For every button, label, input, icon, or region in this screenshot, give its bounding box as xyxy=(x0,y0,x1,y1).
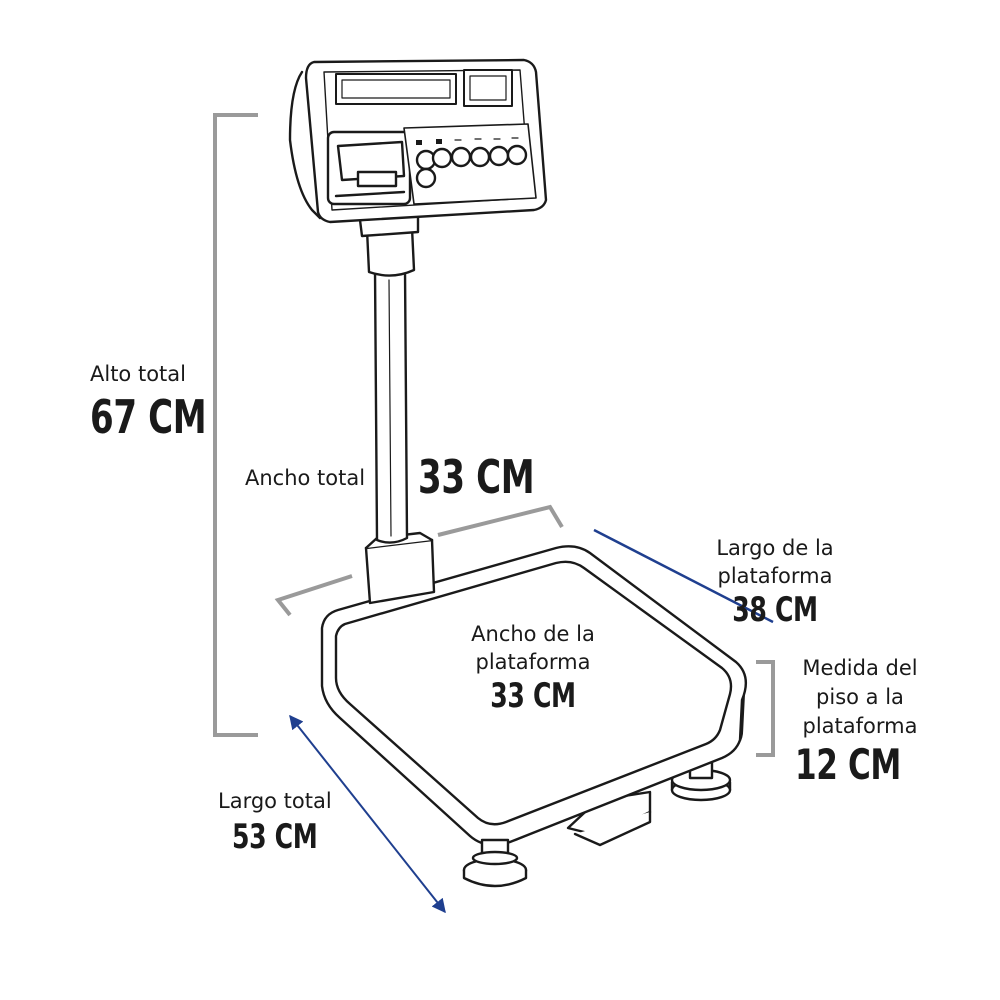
column-pole xyxy=(358,214,420,544)
total-length-arrow xyxy=(289,714,446,914)
altura-piso-label-1: Medida del xyxy=(802,656,918,680)
total-width-bracket-left xyxy=(274,574,353,617)
ancho-plataforma-label-1: Ancho de la xyxy=(471,622,595,646)
keypad xyxy=(403,123,537,205)
front-right-foot xyxy=(462,838,528,888)
largo-total-label: Largo total xyxy=(218,789,332,813)
largo-plataforma-label-2: plataforma xyxy=(717,564,833,588)
back-right-foot xyxy=(670,758,732,802)
altura-piso-value: 12 CM xyxy=(795,740,901,789)
largo-plataforma-value: 38 CM xyxy=(732,590,818,630)
largo-total-value: 53 CM xyxy=(232,817,318,857)
ancho-plataforma-label-2: plataforma xyxy=(475,650,591,674)
floor-height-bracket xyxy=(756,660,775,757)
ancho-total-label: Ancho total xyxy=(245,466,366,490)
indicator-head xyxy=(288,58,548,224)
platform xyxy=(320,545,748,847)
largo-plataforma-label-1: Largo de la xyxy=(716,536,834,560)
alto-total-label: Alto total xyxy=(90,362,186,386)
platform-length-line xyxy=(593,528,774,624)
ancho-total-value: 33 CM xyxy=(418,450,535,504)
alto-total-value: 67 CM xyxy=(90,390,207,444)
altura-piso-label-2: piso a la xyxy=(816,685,904,709)
altura-piso-label-3: plataforma xyxy=(802,714,918,738)
total-width-bracket-right xyxy=(437,504,564,537)
height-bracket xyxy=(213,113,258,737)
ancho-plataforma-value: 33 CM xyxy=(490,676,576,716)
printer-icon xyxy=(326,130,412,206)
column-base xyxy=(364,531,436,605)
